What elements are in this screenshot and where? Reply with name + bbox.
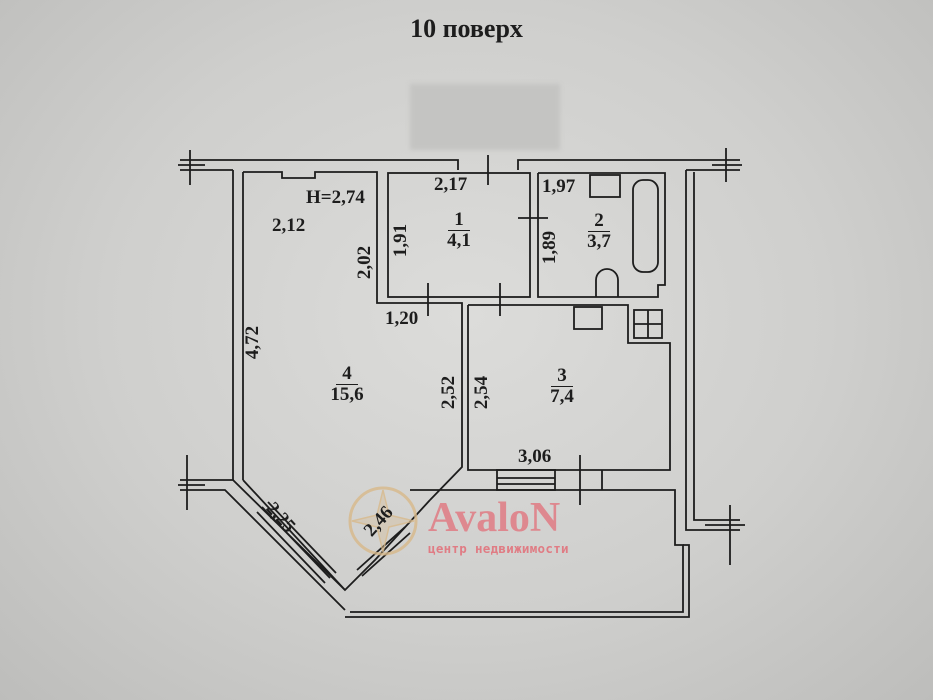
dim-2-02: 2,02: [354, 245, 376, 280]
redacted-area: [410, 84, 560, 150]
dim-1-20: 1,20: [385, 308, 419, 329]
room-2-outline: [537, 172, 666, 298]
room-area: 3,7: [587, 230, 611, 252]
ceiling-height-label: Н=2,74: [306, 187, 365, 208]
room-3-outline: [467, 304, 671, 505]
dim-1-97: 1,97: [542, 176, 576, 197]
window-225: [256, 501, 337, 584]
dim-4-72: 4,72: [242, 325, 264, 360]
bathtub-icon: [632, 179, 659, 273]
dim-3-06: 3,06: [518, 446, 552, 467]
room-area: 15,6: [330, 383, 364, 405]
outer-walls: [178, 148, 745, 611]
watermark-subtitle: центр недвижимости: [428, 541, 569, 556]
toilet-icon: [595, 268, 619, 297]
room-area: 7,4: [550, 385, 574, 407]
balcony-outline: [345, 469, 690, 618]
kitchen-sink-icon: [573, 306, 603, 330]
dim-2-12: 2,12: [272, 215, 306, 236]
room-number: 1: [448, 210, 470, 231]
dim-1-91: 1,91: [390, 223, 412, 258]
room-number: 3: [551, 366, 573, 387]
room-area: 4,1: [447, 229, 471, 251]
watermark-compass-logo: [348, 486, 418, 556]
dim-1-89: 1,89: [539, 230, 561, 265]
sink-icon: [589, 174, 621, 198]
dim-2-52: 2,52: [438, 375, 460, 410]
floor-title: 10 поверх: [410, 14, 523, 43]
watermark-brand: AvaloN: [428, 495, 561, 541]
room-1-outline: [387, 155, 548, 316]
dim-2-54: 2,54: [471, 375, 493, 410]
room-number: 2: [588, 211, 610, 232]
dim-2-17: 2,17: [434, 174, 468, 195]
room-number: 4: [336, 364, 358, 385]
